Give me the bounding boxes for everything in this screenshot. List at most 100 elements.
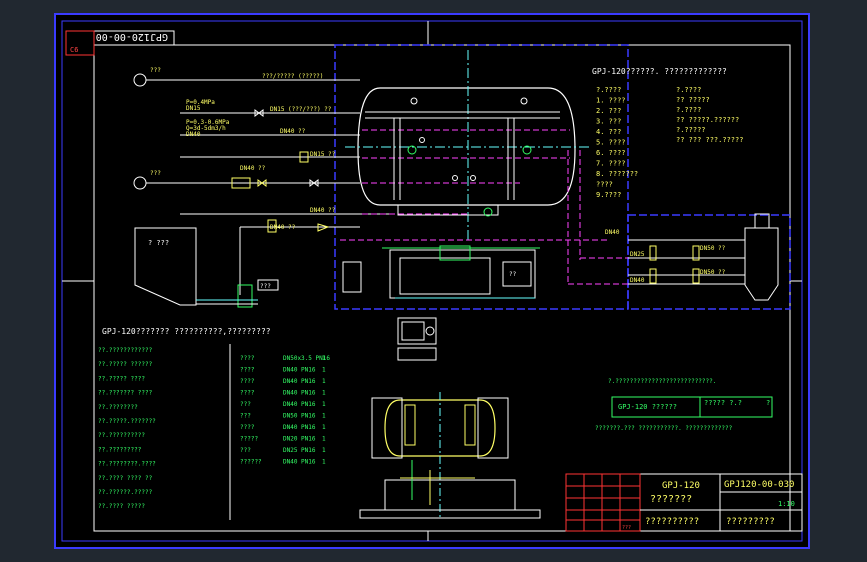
spec-row-name: ??? [240,413,251,420]
note-item: ?.???? [676,106,701,114]
mid-note-box-mid: ????? ?.? [704,399,742,407]
spec-table-header: GPJ-120??????? ??????????,????????? [102,327,271,336]
side-view-frame [477,397,509,459]
valve-icon [231,177,251,189]
notes-right-list: ?.?????? ??????.?????? ?????.???????.???… [676,86,743,144]
spec-row-name: ??? [240,401,251,408]
valve-icon [649,268,657,284]
spec-row-spec: DN40 PN16 [283,367,316,374]
side-view-box [404,404,416,446]
nozzle-icon [410,97,418,105]
pressure-vessel [357,87,576,206]
gauge-label: ??? [150,67,161,74]
spec-left-row: ??.????? ???? [98,375,145,382]
title-block-name: ??????? [650,494,692,505]
spec-row-spec: DN50 PN16 [283,413,316,420]
spec-left-row: ??.???? ????? [98,503,145,510]
spec-row-name: ?????? [240,459,262,466]
dn-label: DN40 ?? [270,224,296,231]
dn-label: DN40 ?? [280,128,306,135]
right-dn-label: DN50 ?? [700,269,726,276]
pump-label: ??? [260,283,271,290]
note-item: ?.???? [596,86,621,94]
drain-valve-icon [483,207,493,217]
dn-label: DN40 ?? [310,207,336,214]
title-block-model: GPJ-120 [662,481,700,491]
spec-left-row: ??.??????? ???? [98,390,153,397]
detail-marker-inner [401,321,425,341]
drawing-no: GPJ120-00-00 [96,31,168,42]
mid-note-box-label: GPJ-120 ?????? [618,403,677,411]
nozzle-icon [452,175,458,181]
spec-row-name: ???? [240,378,255,385]
side-view-base [359,509,541,519]
valve-icon [257,179,267,187]
spec-row-spec: DN40 PN16 [283,390,316,397]
valve-icon [649,245,657,261]
tank-label: ? ??? [148,239,169,247]
valve-icon [692,268,700,284]
title-block-scale: 1:10 [778,500,795,508]
note-item: 9.???? [596,191,621,199]
dn-label: DN15 ?? [310,151,336,158]
title-block-grid [565,473,641,532]
spec-left-row: ??.????????? [98,446,142,453]
valve-icon [309,179,319,187]
vessel-side-view [384,399,496,457]
gauge-label: ??? [150,170,161,177]
dn-label: DN15 (???/???) ?? [270,106,332,113]
spec-row-qty: 1 [322,355,326,362]
note-item: 2. ??? [596,107,621,115]
notes-left-list: ?.????1. ????2. ???3. ???4. ???5. ????6.… [596,86,638,199]
steam-label: ???/????? (?????) [262,73,323,80]
right-dn-label: DN40 [605,229,620,236]
spec-left-row: ??.???????????? [98,347,153,354]
spec-row-spec: DN40 PN16 [283,378,316,385]
pump-body [237,284,253,308]
spec-row-qty: 1 [322,378,326,385]
note-item: 1. ???? [596,97,626,105]
pressure-label: DN40 [186,131,201,138]
spec-row-qty: 1 [322,459,326,466]
right-dn-label: DN40 [630,277,645,284]
title-block-no: GPJ120-00-030 [724,480,794,490]
pressure-label: DN15 [186,105,201,112]
nozzle-icon [470,175,476,181]
filter-area-border [627,214,791,310]
process-area-border [334,44,629,310]
spec-row-qty: 1 [322,367,326,374]
nozzle-icon [419,137,425,143]
note-item: 3. ??? [596,118,621,126]
base-frame-inner [399,257,491,295]
nozzle-icon [520,97,528,105]
spec-row-name: ???? [240,367,255,374]
pressure-label: P=0.4MPa [186,99,215,106]
note-item: 4. ??? [596,128,621,136]
spec-left-row: ??.???????? [98,404,138,411]
spec-left-row: ??.????????.???? [98,461,156,468]
spec-row-name: ????? [240,436,258,443]
spec-left-rows: ??.???????????? ??.????? ?????? ??.????? ?… [98,347,156,510]
water-tank [134,227,197,306]
valve-icon [299,151,309,163]
note-item: ?.????? [676,126,706,134]
mid-note-line: ???????.??? ???????????. ????????????? [595,425,733,432]
note-item: 5. ???? [596,139,626,147]
left-tag-box [65,30,95,56]
spec-row-spec: DN40 PN16 [283,401,316,408]
spec-row-spec: DN20 PN16 [283,436,316,443]
spec-left-row: ??.?????????? [98,432,145,439]
spec-row-name: ???? [240,355,255,362]
detail-marker [397,317,437,345]
title-block-stamp: ??? [622,525,631,531]
spec-row-spec: DN40 PN16 [283,424,316,431]
legend-box [397,347,437,361]
spec-left-row: ??.????? ?????? [98,361,153,368]
spec-row-name: ???? [240,424,255,431]
title-block-sub: ?????????? [645,517,699,527]
sight-glass-icon [522,145,532,155]
sheet-outer-border [54,13,810,549]
valve-icon [254,109,264,117]
